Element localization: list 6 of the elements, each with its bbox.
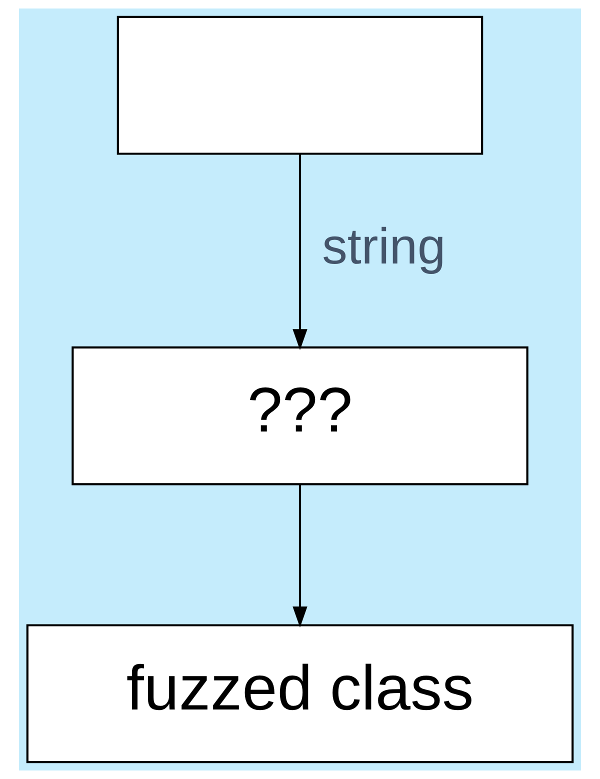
node-box: fuzzed class bbox=[26, 624, 574, 764]
node-box bbox=[116, 16, 484, 155]
arrow bbox=[292, 154, 308, 350]
edge-label: string bbox=[322, 218, 446, 275]
arrow bbox=[292, 484, 308, 628]
node-box: ??? bbox=[72, 346, 528, 486]
